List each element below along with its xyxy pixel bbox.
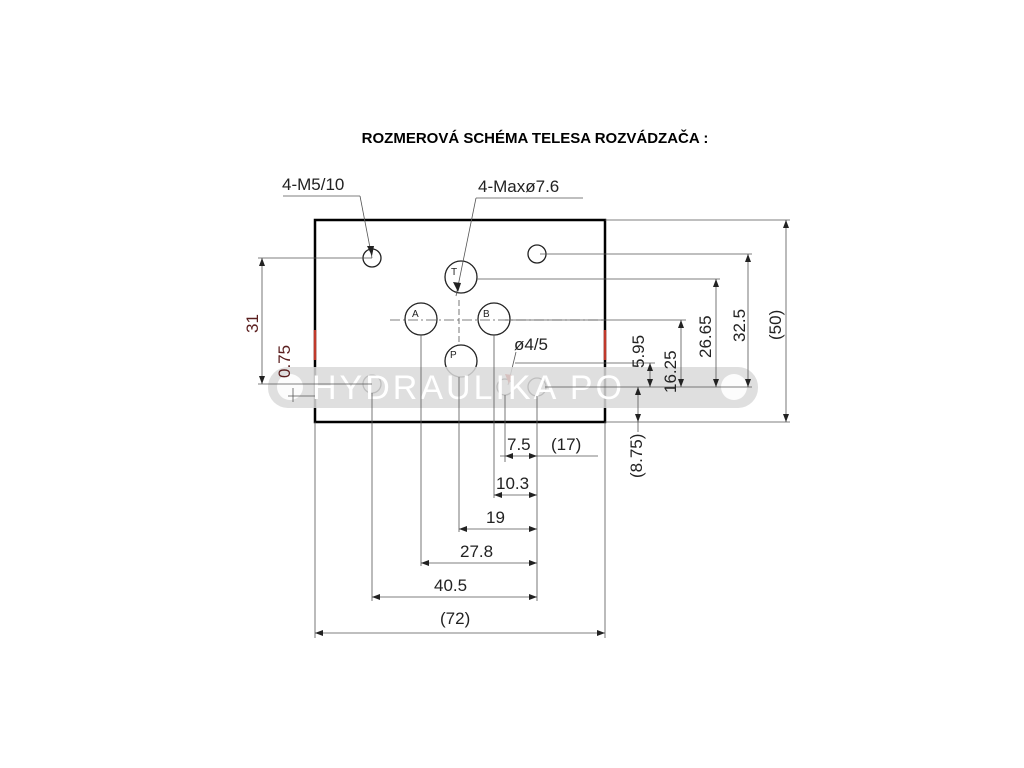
dim-27-8: 27.8 xyxy=(460,542,493,561)
dim-32-5: 32.5 xyxy=(730,309,749,342)
dim-40-5: 40.5 xyxy=(434,576,467,595)
port-b-label: B xyxy=(483,309,490,320)
valve-body xyxy=(313,218,607,424)
dim-10-3: 10.3 xyxy=(496,474,529,493)
watermark-text: HYDRAULIKA PO xyxy=(312,369,625,407)
small-diameter-label: ø4/5 xyxy=(514,335,548,354)
port-t-circle xyxy=(444,260,478,294)
port-p-label: P xyxy=(450,350,457,361)
dim-7-5: 7.5 xyxy=(507,435,531,454)
dim-31: 31 xyxy=(243,314,262,333)
dim-0-75: 0.75 xyxy=(275,345,294,378)
dim-5-95: 5.95 xyxy=(629,335,648,368)
thread-label: 4-M5/10 xyxy=(282,175,344,194)
port-t-label: T xyxy=(451,267,457,278)
dim-19: 19 xyxy=(486,508,505,527)
diagram-title: ROZMEROVÁ SCHÉMA TELESA ROZVÁDZAČA : xyxy=(361,130,709,147)
port-a-label: A xyxy=(412,309,419,320)
dim-50: (50) xyxy=(766,310,785,340)
dim-17: (17) xyxy=(551,435,581,454)
watermark-band xyxy=(268,367,758,408)
dim-72: (72) xyxy=(440,609,470,628)
max-diameter-label: 4-Maxø7.6 xyxy=(478,177,559,196)
dim-26-65: 26.65 xyxy=(696,315,715,358)
dim-8-75: (8.75) xyxy=(627,434,646,478)
port-a-circle xyxy=(404,302,438,336)
dim-16-25: 16.25 xyxy=(661,350,680,393)
